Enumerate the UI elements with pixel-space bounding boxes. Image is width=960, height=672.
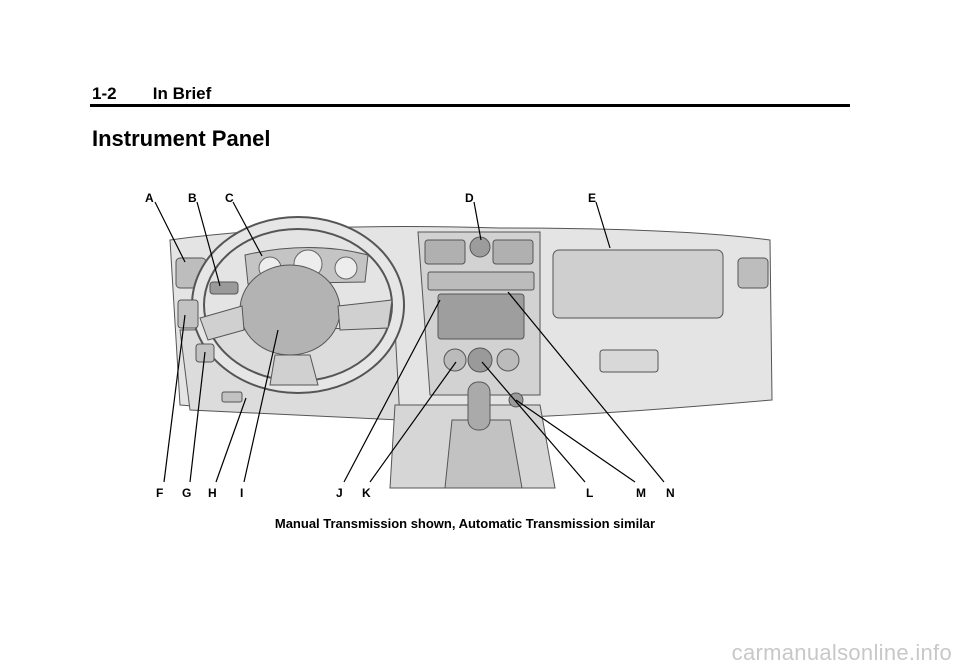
page-header: 1-2 In Brief bbox=[92, 84, 211, 104]
right-vent bbox=[737, 257, 769, 289]
callout-n: N bbox=[666, 486, 675, 500]
callout-d: D bbox=[465, 191, 474, 205]
callout-m: M bbox=[636, 486, 646, 500]
glove-box bbox=[552, 249, 724, 319]
callout-k: K bbox=[362, 486, 371, 500]
radio-unit bbox=[437, 293, 525, 340]
info-display bbox=[427, 271, 535, 291]
section-name: In Brief bbox=[152, 84, 212, 103]
callout-g: G bbox=[182, 486, 191, 500]
callout-j: J bbox=[336, 486, 343, 500]
callout-a: A bbox=[145, 191, 154, 205]
glove-box-latch bbox=[599, 349, 659, 373]
temp-knob bbox=[496, 348, 520, 372]
callout-h: H bbox=[208, 486, 217, 500]
turn-signal-lever bbox=[209, 281, 239, 295]
fan-knob bbox=[443, 348, 467, 372]
callout-c: C bbox=[225, 191, 234, 205]
callout-l: L bbox=[586, 486, 593, 500]
callout-e: E bbox=[588, 191, 596, 205]
callout-f: F bbox=[156, 486, 163, 500]
shift-lever bbox=[467, 381, 491, 431]
headlamp-switch bbox=[177, 299, 199, 329]
airbag-hub bbox=[239, 264, 341, 356]
header-rule bbox=[90, 104, 850, 107]
mode-knob bbox=[467, 347, 493, 373]
shift-boot bbox=[444, 419, 523, 489]
page-number: 1-2 bbox=[92, 84, 117, 103]
callout-b: B bbox=[188, 191, 197, 205]
hazard-button bbox=[469, 236, 491, 258]
callout-i: I bbox=[240, 486, 243, 500]
watermark: carmanualsonline.info bbox=[731, 640, 952, 665]
figure-caption: Manual Transmission shown, Automatic Tra… bbox=[274, 516, 656, 531]
page-title: Instrument Panel bbox=[92, 126, 271, 151]
hood-release bbox=[221, 391, 243, 403]
